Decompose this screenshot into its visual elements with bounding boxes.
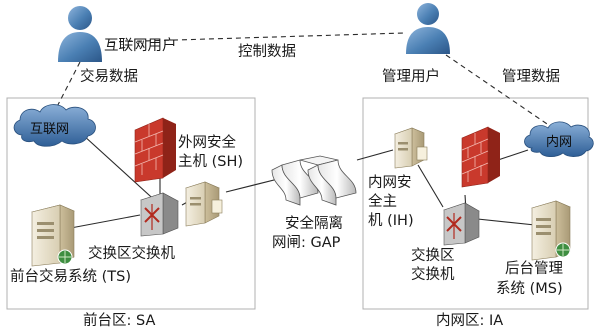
- trade-data-label: 交易数据: [80, 69, 138, 85]
- admin-user-label: 管理用户: [382, 69, 440, 85]
- sh-label-line1: 外网安全: [178, 135, 236, 151]
- user-icon: [58, 6, 102, 62]
- ih-label-line3: 机 (IH): [368, 213, 414, 229]
- right-switch-label-line2: 交换机: [411, 267, 455, 283]
- intranet-cloud-label: 内网: [546, 134, 572, 150]
- gap-icon: [271, 155, 357, 206]
- right-switch-label-line1: 交换区: [411, 248, 455, 264]
- ih-label-line1: 内网安: [368, 175, 412, 191]
- zone-sa-label: 前台区: SA: [83, 313, 156, 329]
- user-icon: [406, 3, 450, 54]
- cloud-icon: [13, 104, 96, 147]
- zone-ia-box: [362, 97, 589, 310]
- server-icon: [185, 181, 223, 227]
- firewall-icon: [461, 126, 500, 188]
- ih-label-line2: 全主: [368, 194, 397, 210]
- ts-label: 前台交易系统 (TS): [10, 269, 131, 285]
- internet-user-label: 互联网用户: [104, 38, 177, 54]
- ms-label-line1: 后台管理: [505, 261, 563, 277]
- gap-label-line1: 安全隔离: [285, 216, 343, 232]
- gap-label-line2: 网闸: GAP: [272, 235, 341, 251]
- server-icon: [31, 204, 75, 267]
- control-data-label: 控制数据: [238, 44, 296, 60]
- zone-ia-label: 内网区: IA: [436, 313, 504, 329]
- server-icon: [394, 127, 428, 169]
- left-switch-label: 交换区交换机: [88, 246, 175, 262]
- internet-cloud-label: 互联网: [30, 122, 69, 137]
- ms-label-line2: 系统 (MS): [496, 281, 563, 297]
- switch-icon: [443, 202, 480, 246]
- cloud-icon: [524, 121, 594, 158]
- server-icon: [531, 200, 571, 261]
- manage-data-label: 管理数据: [502, 69, 560, 85]
- sh-label-line2: 主机 (SH): [178, 154, 244, 170]
- switch-icon: [140, 192, 179, 237]
- zone-sa-box: [6, 97, 256, 310]
- firewall-icon: [134, 117, 176, 183]
